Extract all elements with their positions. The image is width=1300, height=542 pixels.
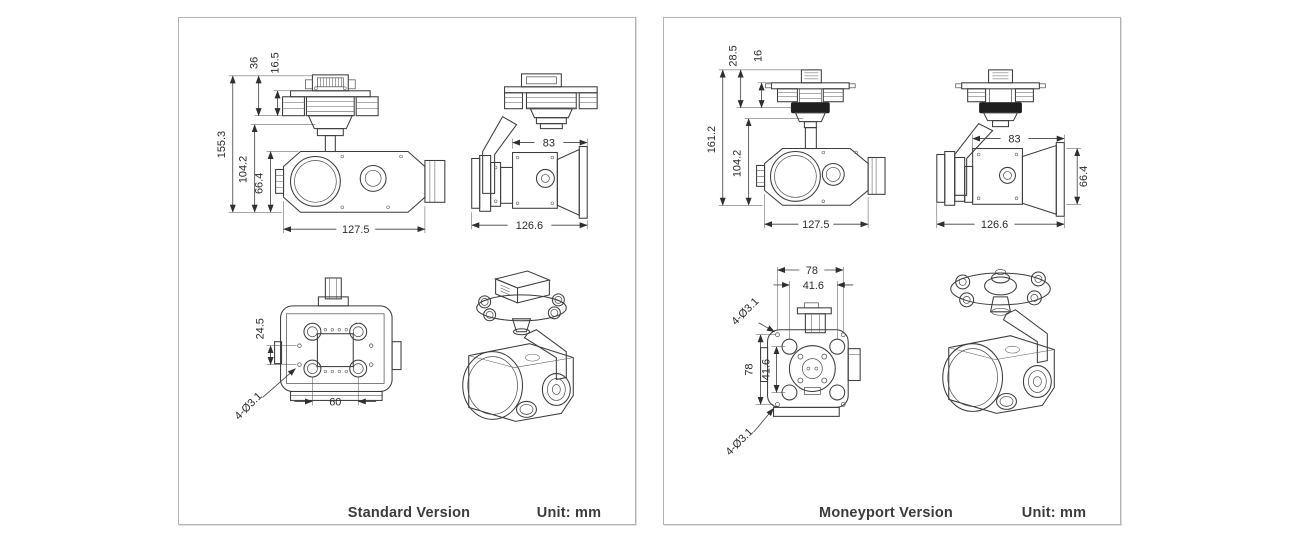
side-camera-body [936, 142, 1065, 217]
dim-label-overall-height: 161.2 [706, 126, 718, 153]
dim-label-hole-offset: 24.5 [255, 318, 267, 339]
iso-controller-box [493, 270, 552, 304]
top-connector [305, 74, 356, 92]
dim-label-mount-holes-bottom: 4-Ø3.1 [723, 426, 755, 458]
dim-label-plate-height: 78 [744, 363, 756, 375]
pitch-motor-circle [535, 168, 555, 188]
dim-top-hole-spacing-v: 41.6 [761, 346, 786, 393]
thermal-lens-circle [289, 155, 341, 207]
camera-body [756, 148, 886, 206]
dim-front-connector-height: 16 [753, 50, 772, 109]
panel-title: Moneyport Version [819, 505, 953, 521]
isometric-view [942, 269, 1055, 414]
dim-top-plate-height: 78 [744, 334, 776, 405]
dim-label-upper-width: 83 [1008, 134, 1020, 146]
dim-label-connector-height: 16.5 [270, 52, 282, 73]
iso-camera-body [942, 335, 1055, 414]
dim-top-mount-holes: 4-Ø3.1 [232, 368, 296, 422]
top-view: 24.5 4-Ø3.1 60 [232, 277, 402, 422]
dim-label-overall-depth: 126.6 [516, 220, 543, 232]
side-camera-body [471, 146, 588, 219]
dim-label-mount-height: 28.5 [728, 45, 740, 66]
dim-side-overall-depth: 126.6 [936, 203, 1065, 231]
dim-top-plate-width: 78 [777, 265, 844, 331]
dim-top-hole-offset: 24.5 [255, 318, 297, 365]
standard-drawing-svg: 155.3 104.2 66.4 36 [216, 52, 598, 422]
dim-front-gimbal-height: 104.2 [732, 118, 804, 206]
pitch-motor-circle [999, 166, 1016, 184]
dim-label-overall-depth: 126.6 [981, 219, 1008, 231]
dim-front-body-width: 127.5 [764, 194, 869, 231]
dim-label-mount-holes-top: 4-Ø3.1 [729, 296, 761, 328]
panel-standard-version: 155.3 104.2 66.4 36 [178, 17, 636, 525]
side-damper-plate [504, 73, 598, 130]
side-view: 83 126.6 [471, 73, 598, 232]
front-view: 161.2 104.2 28.5 16 [706, 45, 886, 231]
camera-body [275, 151, 446, 213]
center-motor-circle [788, 345, 836, 392]
gimbal-arm [954, 122, 994, 196]
yaw-motor [794, 112, 827, 150]
dim-front-gimbal-height: 104.2 [238, 124, 316, 213]
dim-front-overall-height: 161.2 [706, 69, 802, 206]
iso-damper-plate [476, 293, 567, 336]
zoom-lens-circle [359, 164, 387, 192]
dim-front-connector-height: 16.5 [270, 52, 291, 117]
dim-label-mount-height: 36 [249, 57, 261, 69]
yaw-motor-band [979, 102, 1022, 114]
top-view: 78 41.6 78 41.6 [723, 265, 861, 458]
top-mount-plate [760, 329, 861, 417]
dim-label-connector-height: 16 [753, 50, 765, 62]
iso-arm [1002, 309, 1048, 364]
dim-label-upper-width: 83 [543, 138, 555, 150]
unit-label: Unit: mm [536, 505, 602, 521]
dim-label-overall-height: 155.3 [216, 131, 228, 158]
dim-label-gimbal-height: 104.2 [732, 150, 744, 177]
mount-plate [765, 82, 856, 114]
top-shaft [796, 302, 832, 334]
yaw-motor-band [790, 102, 830, 114]
side-mount-plate [955, 69, 1046, 128]
dim-label-side-body-height: 66.4 [1078, 166, 1090, 187]
dim-side-overall-depth: 126.6 [471, 212, 588, 232]
panel-moneyport-version: 161.2 104.2 28.5 16 [663, 17, 1121, 525]
iso-cross-plate [950, 269, 1051, 316]
dim-label-hole-spacing-v: 41.6 [761, 359, 773, 380]
unit-label: Unit: mm [1021, 505, 1087, 521]
isometric-view [462, 270, 574, 422]
yaw-motor [307, 115, 354, 153]
thermal-lens-circle [770, 151, 821, 202]
dim-label-gimbal-height: 104.2 [238, 156, 250, 183]
dim-label-body-width: 127.5 [342, 224, 369, 236]
top-connector [800, 69, 822, 84]
dim-label-plate-width: 78 [806, 265, 818, 277]
side-view: 83 66.4 126.6 [936, 69, 1090, 231]
panel-title: Standard Version [347, 505, 471, 521]
moneyport-drawing-svg: 161.2 104.2 28.5 16 [706, 45, 1090, 458]
dim-side-body-height: 66.4 [1066, 148, 1090, 205]
damper-plate [282, 90, 379, 117]
dim-top-mount-holes-top: 4-Ø3.1 [729, 296, 775, 333]
dim-top-mount-holes-bottom: 4-Ø3.1 [723, 408, 774, 458]
dim-front-body-height: 66.4 [254, 151, 299, 213]
gimbal-arm [482, 115, 518, 194]
dim-top-hole-spacing-h: 41.6 [773, 280, 854, 339]
iso-camera-body [462, 343, 574, 422]
dim-side-upper-width: 83 [972, 134, 1065, 149]
top-shaft [317, 277, 349, 307]
dim-front-body-width: 127.5 [283, 201, 426, 236]
dim-side-upper-width: 83 [512, 138, 588, 150]
dim-label-hole-spacing-h: 41.6 [803, 280, 824, 292]
dim-top-damper-spacing: 60 [294, 377, 377, 408]
dim-label-damper-spacing: 60 [329, 396, 341, 408]
iso-arm [523, 329, 567, 381]
dim-label-body-height: 66.4 [254, 173, 266, 194]
front-view: 155.3 104.2 66.4 36 [216, 52, 446, 236]
dim-front-mount-height: 36 [249, 57, 315, 117]
dim-label-mount-holes: 4-Ø3.1 [232, 390, 264, 422]
zoom-lens-circle [821, 162, 845, 186]
top-mount-plate [274, 305, 402, 401]
dim-label-body-width: 127.5 [802, 219, 829, 231]
